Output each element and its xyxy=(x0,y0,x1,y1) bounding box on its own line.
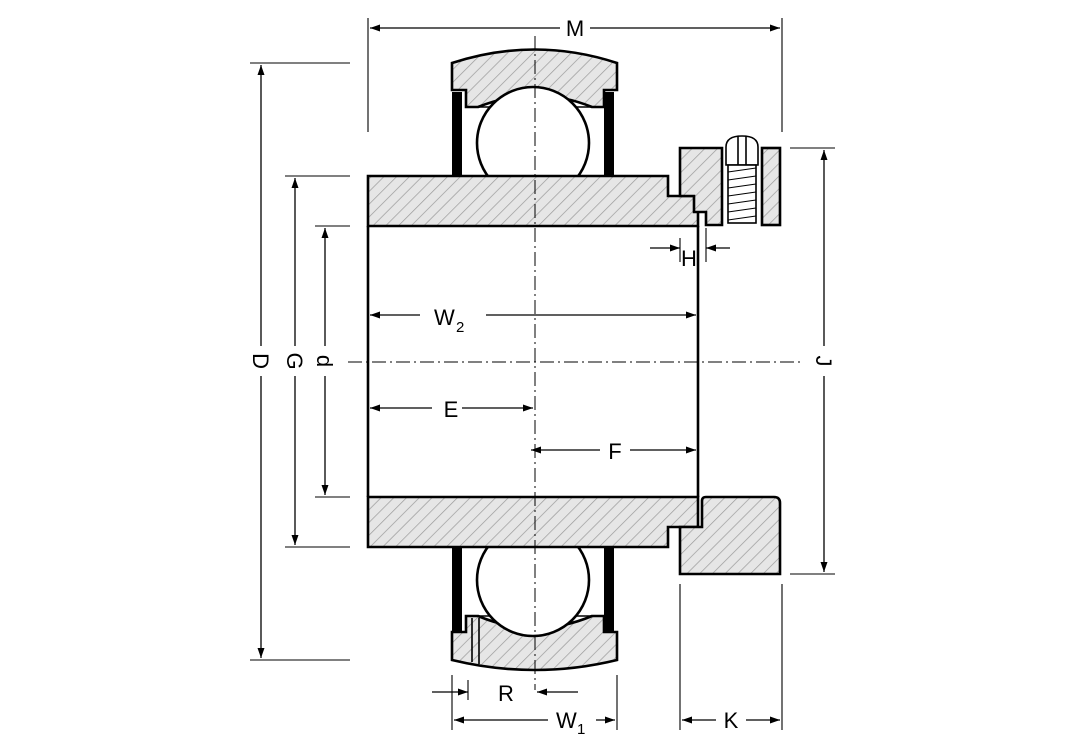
label-w2-main: W xyxy=(434,305,455,330)
dimension-h: H xyxy=(650,228,730,271)
center-lines xyxy=(348,36,800,690)
dimension-f: F xyxy=(531,439,696,464)
label-j: J xyxy=(811,356,836,367)
label-h: H xyxy=(681,246,697,271)
inner-ring-bottom xyxy=(366,495,700,549)
label-k: K xyxy=(724,708,739,733)
inner-ring-top xyxy=(366,174,700,228)
label-r: R xyxy=(498,681,514,706)
extension-lines xyxy=(250,18,835,730)
label-d-upper: D xyxy=(248,353,273,369)
label-bore-d: d xyxy=(312,355,337,367)
locking-collar-top xyxy=(678,146,782,227)
locking-collar-bottom xyxy=(678,495,782,576)
label-w1-main: W xyxy=(556,708,577,733)
label-g: G xyxy=(282,352,307,369)
set-screw xyxy=(725,135,759,224)
dimension-w1: W 1 xyxy=(454,708,615,738)
dimension-d: D xyxy=(248,65,273,658)
label-f: F xyxy=(608,439,621,464)
dimension-g: G xyxy=(282,178,307,545)
dimension-r: R xyxy=(432,681,578,706)
dimension-m: M xyxy=(370,16,780,41)
label-m: M xyxy=(566,16,584,41)
label-w1-sub: 1 xyxy=(577,721,585,738)
dimension-k: K xyxy=(682,708,780,733)
label-e: E xyxy=(444,397,459,422)
label-w2-sub: 2 xyxy=(456,319,464,336)
dimension-bore-d: d xyxy=(312,228,337,495)
dimension-w2: W 2 xyxy=(370,305,696,336)
label-w2: W xyxy=(434,305,455,330)
dimension-j: J xyxy=(811,150,836,572)
dimension-e: E xyxy=(370,397,533,422)
